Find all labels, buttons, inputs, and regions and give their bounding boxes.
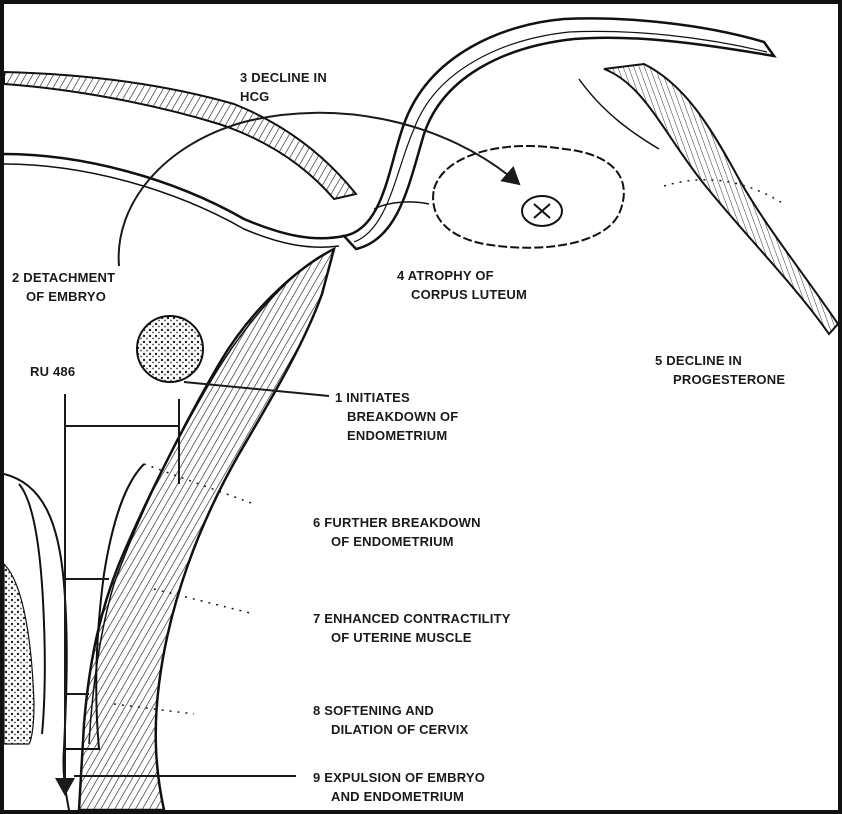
label-enhanced-contractility: 7 ENHANCED CONTRACTILITY OF UTERINE MUSC… [313,609,511,647]
label-line: 3 DECLINE IN [240,68,327,87]
label-decline-hcg: 3 DECLINE IN HCG [240,68,327,106]
label-line: ENDOMETRIUM [335,426,458,445]
label-line: AND ENDOMETRIUM [313,787,485,806]
label-line: BREAKDOWN OF [335,407,458,426]
label-atrophy-corpus-luteum: 4 ATROPHY OF CORPUS LUTEUM [397,266,527,304]
label-expulsion: 9 EXPULSION OF EMBRYO AND ENDOMETRIUM [313,768,485,806]
label-decline-progesterone: 5 DECLINE IN PROGESTERONE [655,351,785,389]
label-line: OF EMBRYO [12,287,115,306]
label-line: 7 ENHANCED CONTRACTILITY [313,609,511,628]
label-softening-dilation: 8 SOFTENING AND DILATION OF CERVIX [313,701,468,739]
label-detachment-embryo: 2 DETACHMENT OF EMBRYO [12,268,115,306]
label-line: HCG [240,87,327,106]
label-further-breakdown: 6 FURTHER BREAKDOWN OF ENDOMETRIUM [313,513,481,551]
label-line: 9 EXPULSION OF EMBRYO [313,768,485,787]
label-line: DILATION OF CERVIX [313,720,468,739]
ovary [374,146,624,248]
label-line: PROGESTERONE [655,370,785,389]
embryo [137,316,203,382]
label-line: OF UTERINE MUSCLE [313,628,511,647]
label-line: 1 INITIATES [335,388,458,407]
label-line: 6 FURTHER BREAKDOWN [313,513,481,532]
uterine-wall-side [79,249,334,810]
label-line: CORPUS LUTEUM [397,285,527,304]
label-line: 2 DETACHMENT [12,268,115,287]
label-line: 4 ATROPHY OF [397,266,527,285]
label-line: 5 DECLINE IN [655,351,785,370]
label-ru486: RU 486 [30,362,75,381]
label-initiates-breakdown: 1 INITIATES BREAKDOWN OF ENDOMETRIUM [335,388,458,445]
label-line: OF ENDOMETRIUM [313,532,481,551]
label-line: 8 SOFTENING AND [313,701,468,720]
